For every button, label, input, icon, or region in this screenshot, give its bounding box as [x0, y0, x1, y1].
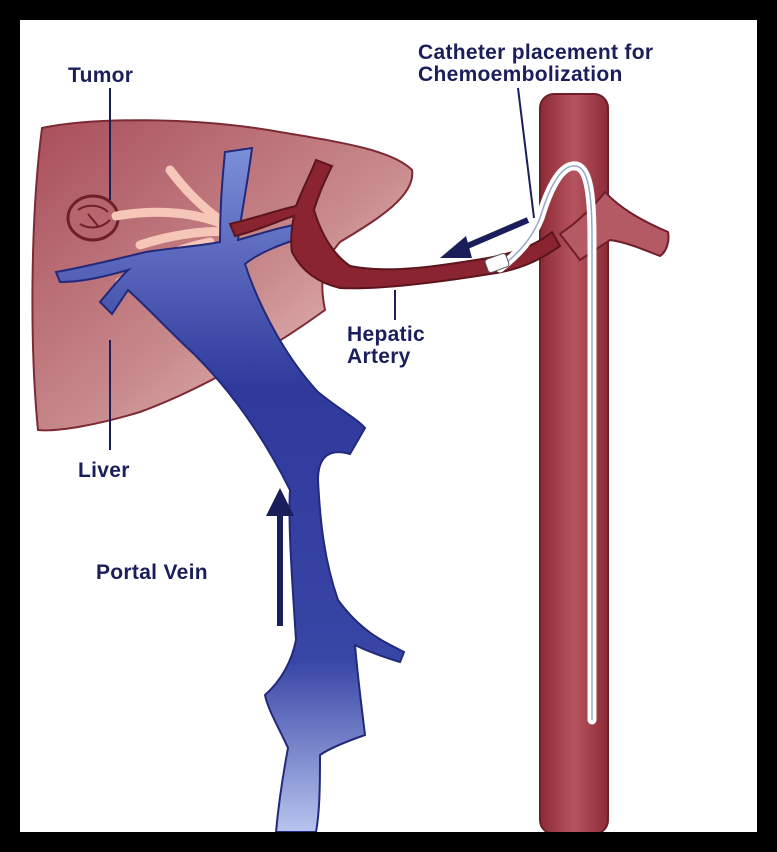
tumor-label: Tumor — [68, 65, 133, 87]
catheter-label-line1: Catheter placement for — [418, 42, 653, 64]
liver-label: Liver — [78, 460, 130, 482]
anatomy-illustration — [20, 20, 757, 832]
hepatic-label-line1: Hepatic — [347, 324, 425, 346]
catheter-label-line2: Chemoembolization — [418, 64, 623, 86]
catheter-leader — [518, 88, 534, 218]
hepatic-label-line2: Artery — [347, 346, 411, 368]
tumor-shape — [68, 196, 118, 240]
portal-vein-label: Portal Vein — [96, 562, 208, 584]
diagram-panel: Tumor Catheter placement for Chemoemboli… — [20, 20, 757, 832]
